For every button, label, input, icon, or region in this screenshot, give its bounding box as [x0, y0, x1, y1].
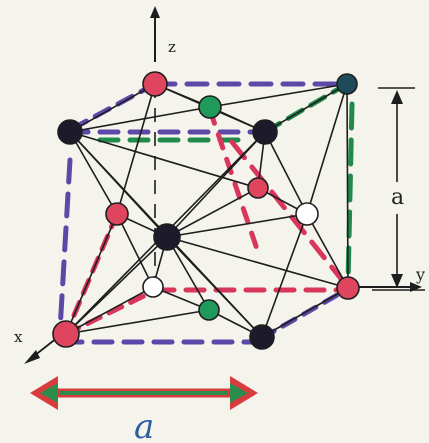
atom-black — [57, 119, 83, 145]
z-axis: z — [150, 6, 176, 62]
atom-red — [142, 71, 168, 97]
atom-black — [336, 73, 358, 95]
bottom-a-label: a — [134, 407, 154, 443]
lattice-bonds — [65, 83, 349, 338]
atom-green — [198, 299, 220, 321]
dimension-a-label: a — [391, 185, 404, 210]
atom-red — [105, 202, 129, 226]
z-axis-label: z — [168, 38, 176, 56]
atom-green — [198, 95, 222, 119]
atom-red — [336, 276, 360, 300]
x-axis-label: x — [14, 328, 23, 346]
atom-black — [249, 324, 275, 350]
atom-red — [52, 320, 80, 348]
atom-black — [252, 119, 278, 145]
dimension-a-marker: a — [372, 87, 425, 291]
atom-red — [247, 177, 269, 199]
cube-edges — [57, 81, 355, 345]
y-axis-label: y — [415, 265, 425, 284]
bottom-dimension-arrow — [30, 376, 258, 410]
atom-white — [295, 202, 319, 226]
atom-white — [142, 276, 164, 298]
atom-black — [153, 223, 181, 251]
atoms — [52, 71, 360, 350]
